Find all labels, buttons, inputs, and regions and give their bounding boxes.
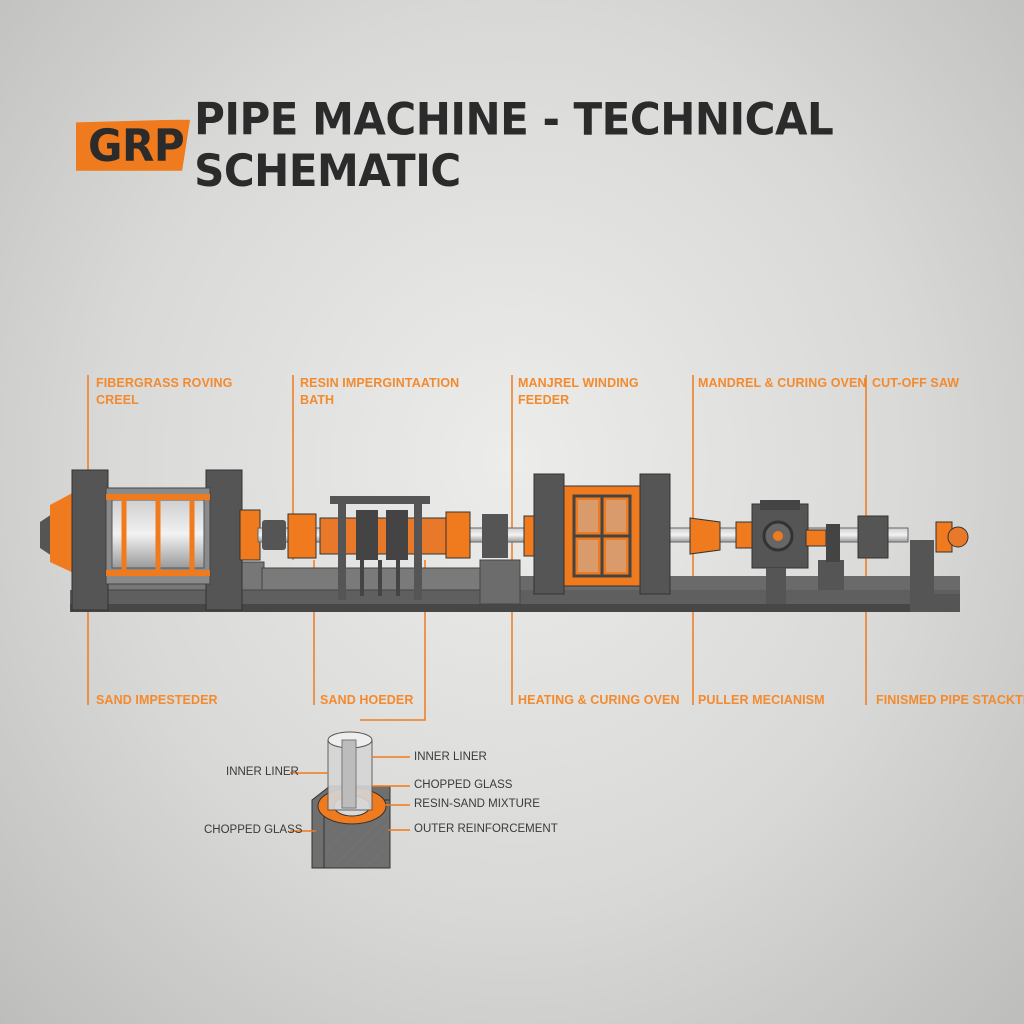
detail-inner-liner-right: INNER LINER <box>414 751 487 763</box>
detail-outer-reinforcement: OUTER REINFORCEMENT <box>414 823 558 835</box>
page-title: GRP PIPE MACHINE - TECHNICAL SCHEMATIC <box>76 94 1024 196</box>
label-curing-oven: MANDREL & CURING OVEN <box>698 376 867 390</box>
cut-off-saw <box>857 515 969 596</box>
label-pipe-stacker: FINISMED PIPE STACKTER <box>876 693 1024 707</box>
label-puller: PULLER MECIANISM <box>698 693 825 707</box>
curing-oven <box>523 473 671 595</box>
resin-bath <box>262 496 508 600</box>
pipe-cross-section <box>290 731 410 869</box>
label-sand-hoeder: SAND HOEDER <box>320 693 414 707</box>
title-accent: GRP <box>76 119 191 171</box>
detail-chopped-glass-left: CHOPPED GLASS <box>204 824 303 836</box>
label-cut-off-saw: CUT-OFF SAW <box>872 376 960 390</box>
label-heating-oven: HEATING & CURING OVEN <box>518 693 680 707</box>
puller-mechanism <box>689 500 844 604</box>
roving-creel <box>40 469 261 611</box>
detail-inner-liner-left: INNER LINER <box>226 766 299 778</box>
detail-resin-sand: RESIN-SAND MIXTURE <box>414 798 540 810</box>
label-sand-impesteder: SAND IMPESTEDER <box>96 693 218 707</box>
title-text: PIPE MACHINE - TECHNICAL SCHEMATIC <box>194 93 834 197</box>
detail-chopped-glass-right: CHOPPED GLASS <box>414 779 513 791</box>
